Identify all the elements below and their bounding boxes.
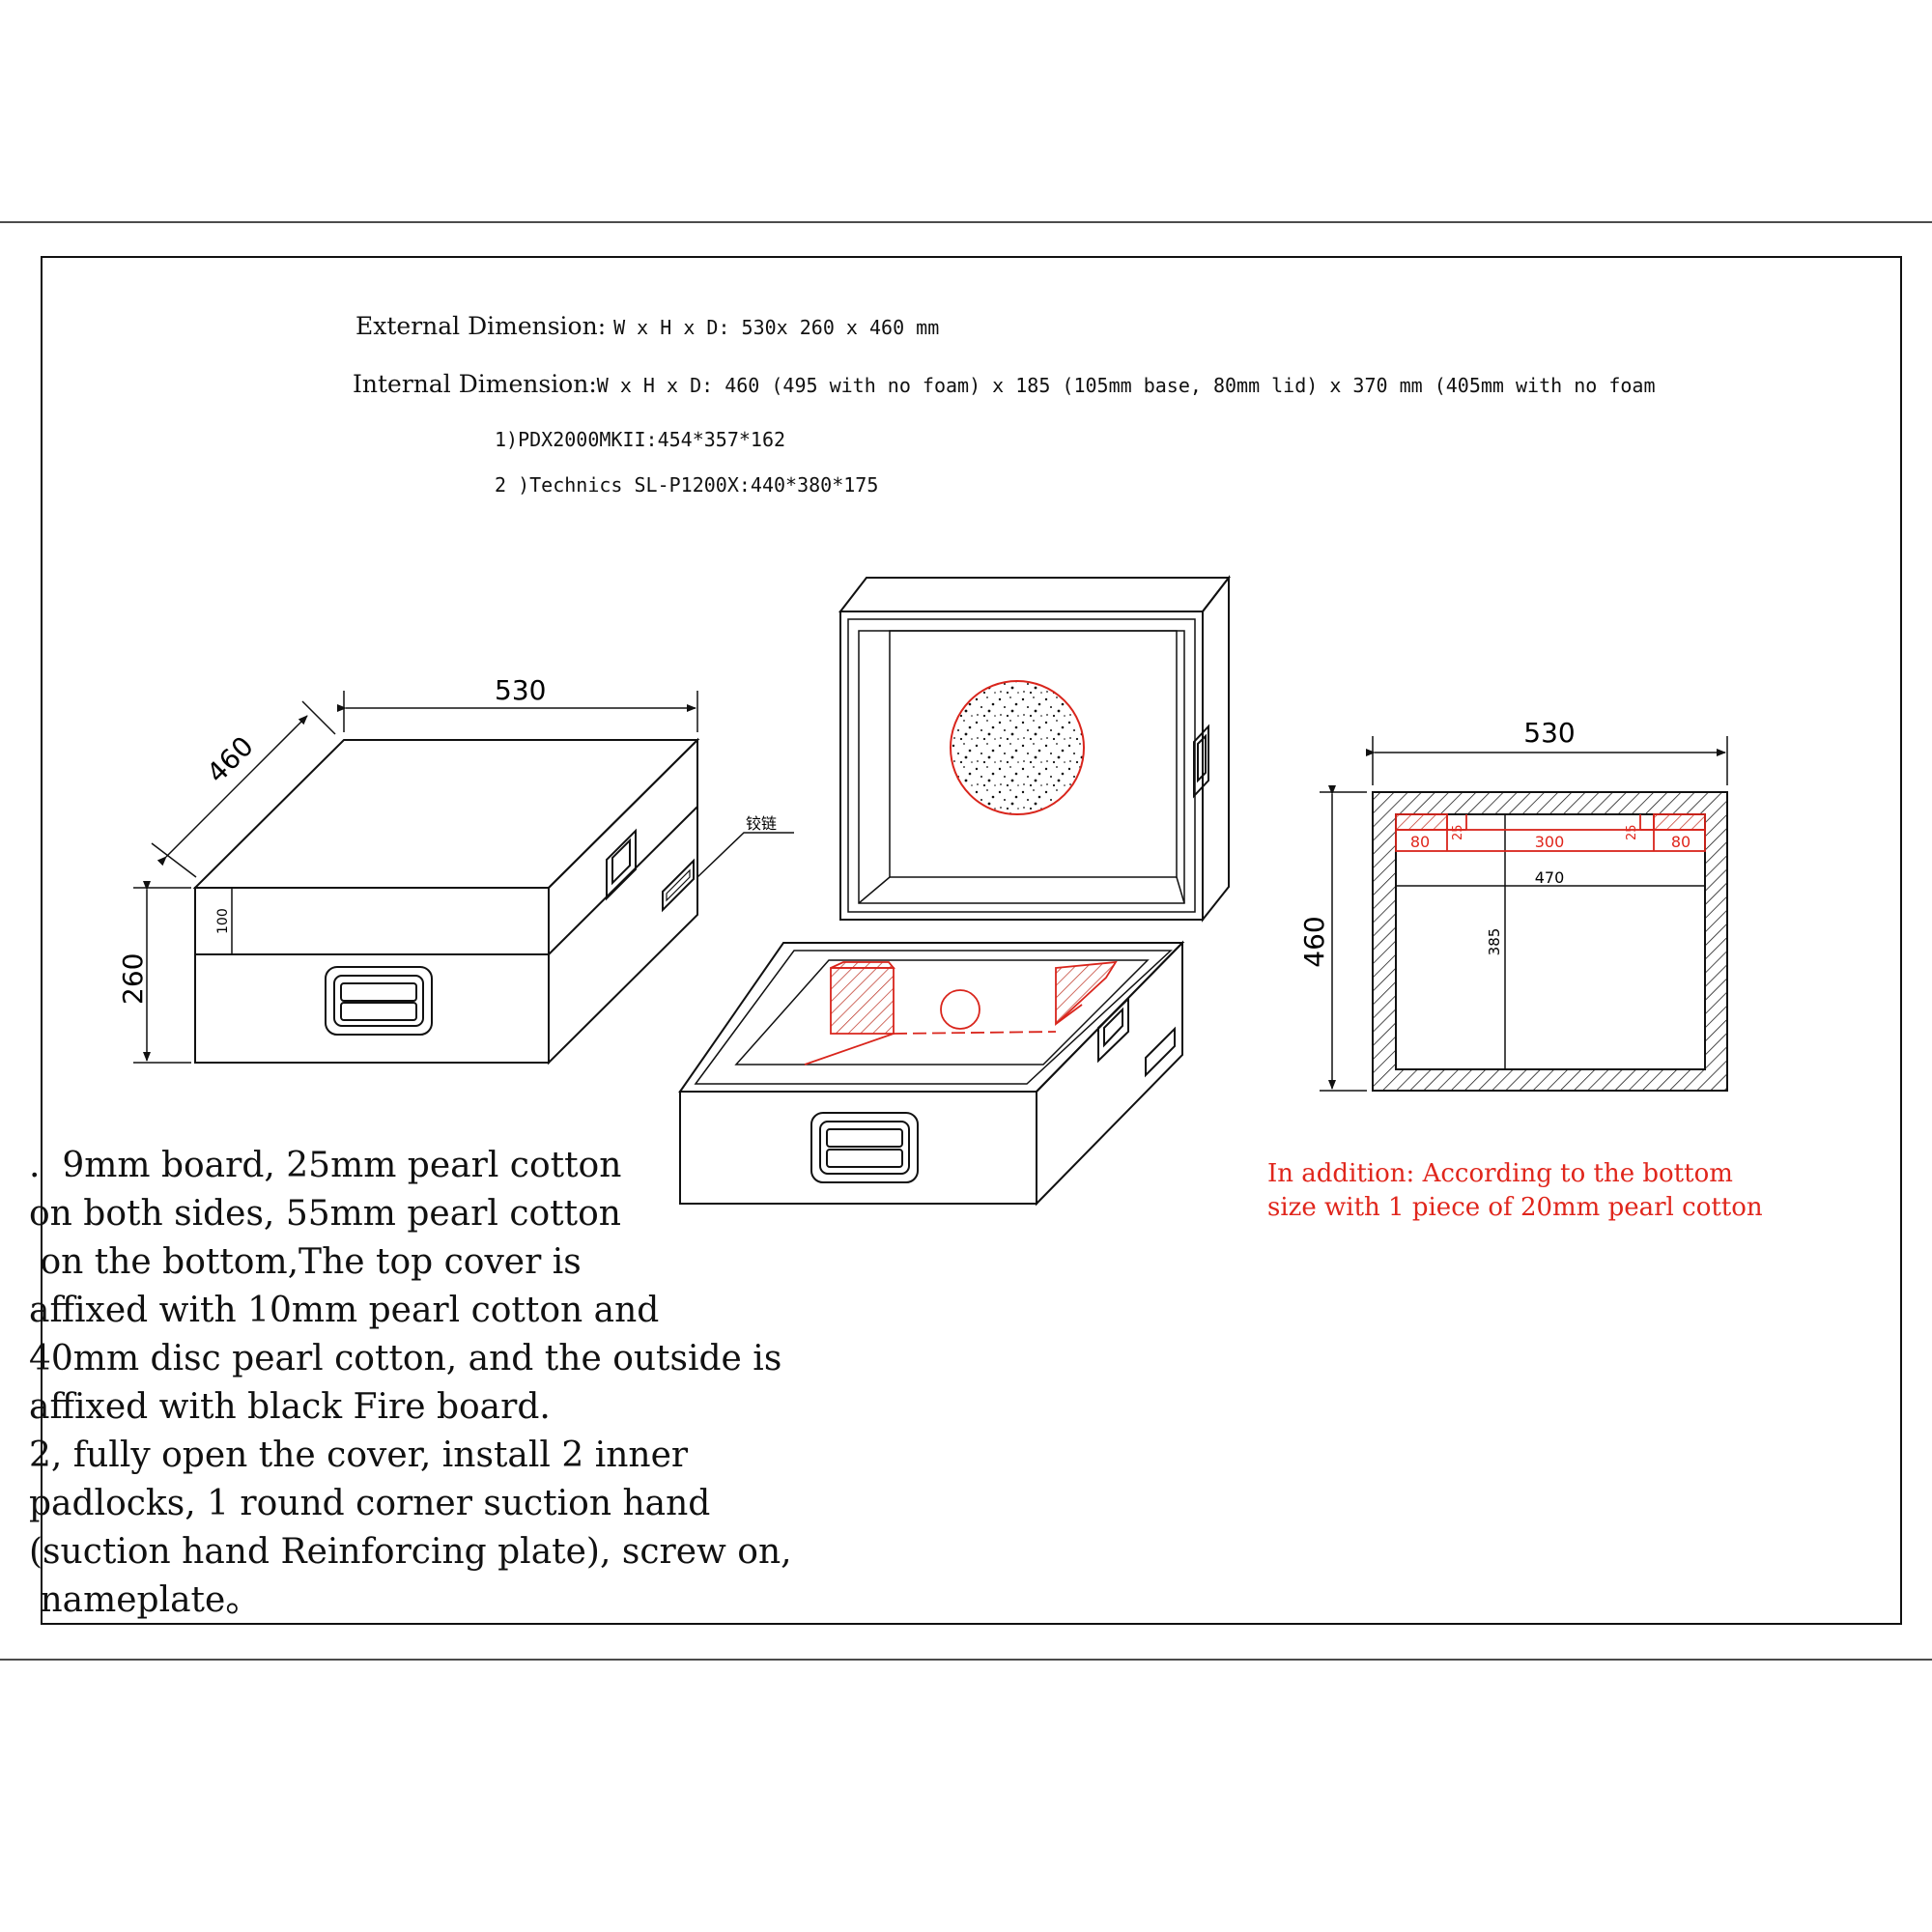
top-view-drawing bbox=[1372, 791, 1728, 1092]
addition-note: In addition: According to the bottom size… bbox=[1267, 1157, 1763, 1225]
equipment-item-1: 1)PDX2000MKII:454*357*162 bbox=[495, 428, 786, 451]
internal-dimension-value: W x H x D: 460 (495 with no foam) x 185 … bbox=[596, 374, 1656, 397]
equipment-item-2: 2 )Technics SL-P1200X:440*380*175 bbox=[495, 473, 879, 497]
sheet-frame bbox=[0, 221, 1932, 1661]
dim-depth-label: 460 bbox=[201, 730, 260, 789]
top-inner-width-label: 470 bbox=[1535, 868, 1565, 887]
open-case-foam-blocks bbox=[804, 960, 1118, 1065]
note-line: (suction hand Reinforcing plate), screw … bbox=[29, 1532, 792, 1572]
internal-dimension-line: Internal Dimension:W x H x D: 460 (495 w… bbox=[353, 370, 1656, 398]
internal-dimension-label: Internal Dimension: bbox=[353, 370, 597, 398]
top-view-labels: 530 460 80 300 80 25 25 470 385 bbox=[1298, 717, 1690, 968]
addition-line: size with 1 piece of 20mm pearl cotton bbox=[1267, 1193, 1763, 1222]
top-right-block-label: 80 bbox=[1671, 833, 1690, 851]
top-depth-label: 460 bbox=[1298, 916, 1330, 967]
top-left-block-label: 80 bbox=[1410, 833, 1430, 851]
dim-lid-label: 100 bbox=[215, 908, 231, 934]
top-view-foam-blocks bbox=[1395, 813, 1706, 852]
note-line: 2, fully open the cover, install 2 inner bbox=[29, 1435, 689, 1475]
dim-width-label: 530 bbox=[495, 674, 546, 706]
external-dimension-label: External Dimension: bbox=[355, 312, 607, 340]
closed-case-drawing bbox=[192, 737, 700, 1065]
note-line: on the bottom,The top cover is bbox=[29, 1242, 582, 1282]
top-width-label: 530 bbox=[1523, 717, 1575, 749]
note-line: nameplate。 bbox=[29, 1580, 261, 1620]
external-dimension-value: W x H x D: 530x 260 x 460 mm bbox=[613, 316, 940, 339]
note-line: . 9mm board, 25mm pearl cotton bbox=[29, 1146, 622, 1185]
note-line: padlocks, 1 round corner suction hand bbox=[29, 1484, 711, 1523]
note-line: 40mm disc pearl cotton, and the outside … bbox=[29, 1339, 782, 1378]
closed-case-dimensions bbox=[133, 691, 794, 1064]
note-line: on both sides, 55mm pearl cotton bbox=[29, 1194, 621, 1234]
top-center-label: 300 bbox=[1535, 833, 1565, 851]
open-case-lid bbox=[838, 575, 1232, 923]
addition-line: In addition: According to the bottom bbox=[1267, 1159, 1733, 1188]
hinge-callout-label: 铰链 bbox=[746, 814, 777, 833]
open-case-base bbox=[678, 940, 1185, 1207]
external-dimension-line: External Dimension: W x H x D: 530x 260 … bbox=[355, 312, 939, 340]
construction-notes: . 9mm board, 25mm pearl cotton on both si… bbox=[29, 1142, 792, 1625]
dim-height-label: 260 bbox=[117, 953, 149, 1005]
lid-disc-foam bbox=[950, 680, 1085, 815]
top-inner-depth-label: 385 bbox=[1486, 928, 1503, 956]
top-right-small-label: 25 bbox=[1625, 824, 1639, 840]
top-view-dimensions bbox=[1320, 736, 1728, 1092]
top-left-small-label: 25 bbox=[1451, 824, 1465, 840]
note-line: affixed with black Fire board. bbox=[29, 1387, 551, 1427]
note-line: affixed with 10mm pearl cotton and bbox=[29, 1291, 660, 1330]
